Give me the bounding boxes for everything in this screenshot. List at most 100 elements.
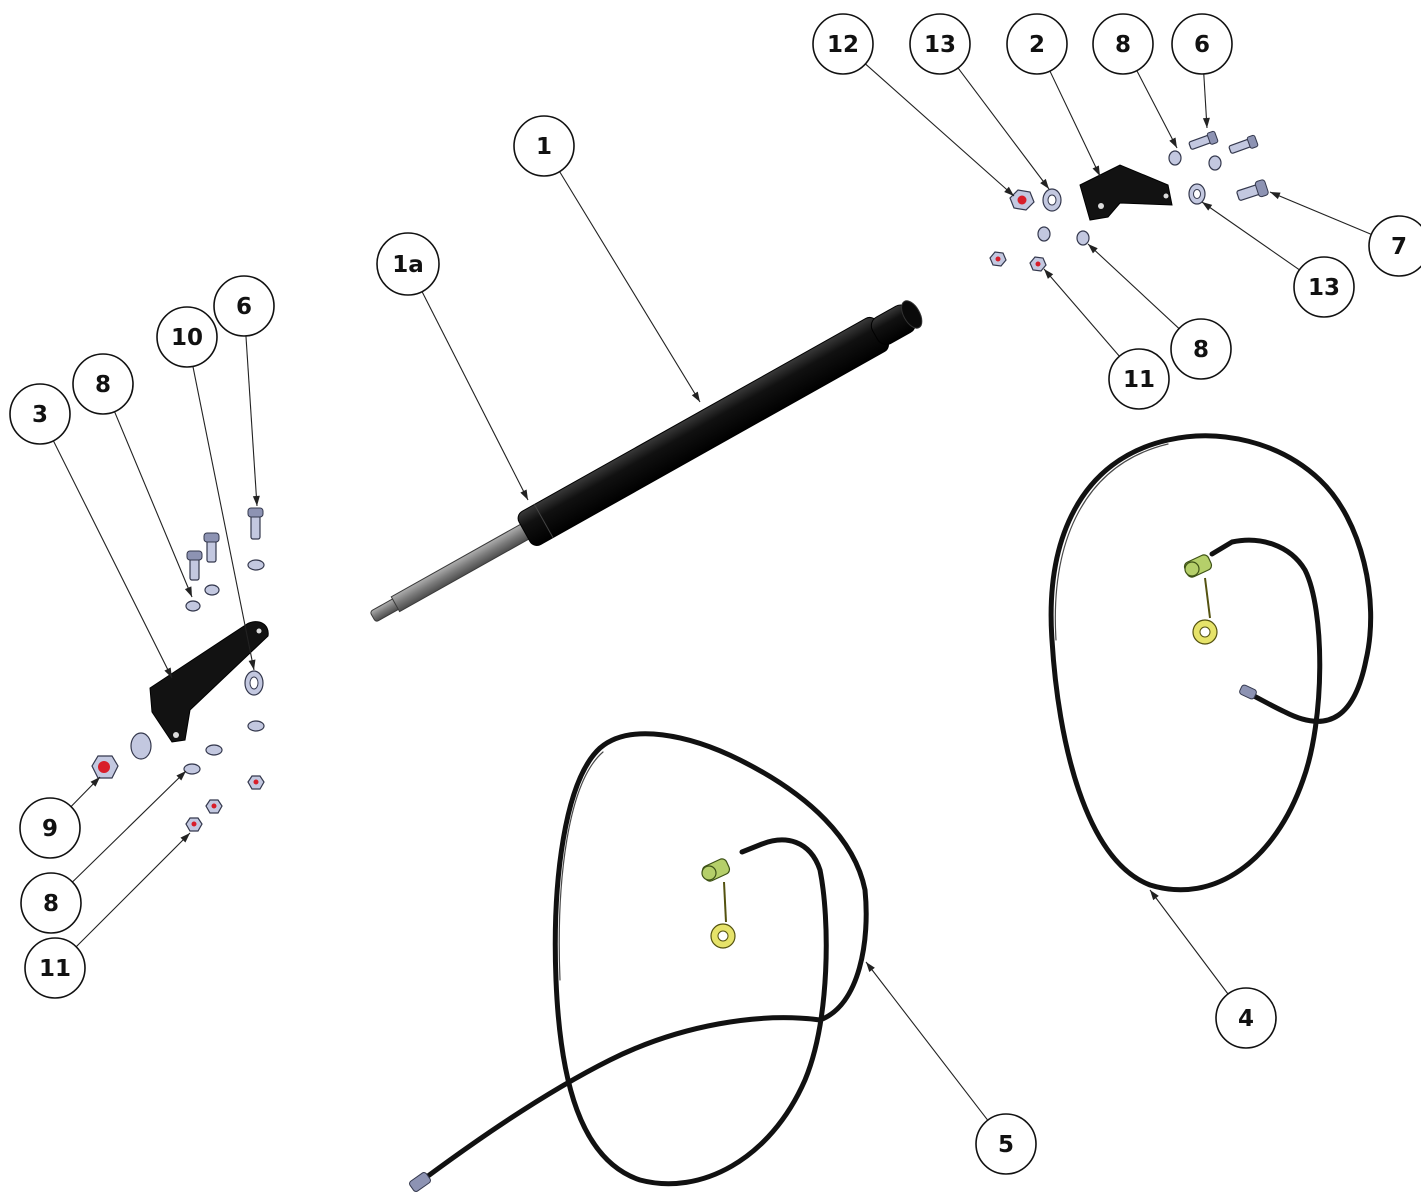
washer-8-b (1076, 230, 1090, 246)
callout-label-7: 7 (1391, 234, 1407, 260)
callout-8rb: 8 (1170, 318, 1232, 380)
nylock-nut-12 (1009, 189, 1035, 211)
callout-3: 3 (9, 383, 71, 445)
callout-11r: 11 (1108, 348, 1170, 410)
leader-arrow-4 (1150, 890, 1159, 901)
callout-circle-8rt (1092, 13, 1154, 75)
washer-8-left-d (247, 720, 265, 732)
callout-10: 10 (156, 306, 218, 368)
washer-13-bottom (1188, 183, 1206, 205)
nut-11-left-c (185, 817, 203, 832)
leader-arrow-6r (1202, 117, 1210, 128)
callout-label-4: 4 (1238, 1006, 1254, 1032)
leader-line-8rt (1136, 70, 1178, 149)
washer-8-left-e (205, 744, 223, 756)
callout-circle-2 (1006, 13, 1068, 75)
callout-label-1: 1 (536, 134, 552, 160)
callout-12: 12 (812, 13, 874, 75)
leader-line-11l (75, 832, 191, 948)
callout-circle-13t (909, 13, 971, 75)
callout-label-5: 5 (998, 1132, 1014, 1158)
callout-label-9: 9 (42, 816, 58, 842)
callout-circle-10 (156, 306, 218, 368)
washer-8-left-a (247, 559, 265, 571)
leader-arrow-11l (180, 833, 190, 843)
callout-circle-7 (1368, 215, 1421, 277)
callout-circle-1 (513, 115, 575, 177)
callout-circle-8lb (20, 872, 82, 934)
callout-label-6r: 6 (1194, 32, 1210, 58)
leader-arrow-8rt (1169, 137, 1177, 148)
callout-9: 9 (19, 797, 81, 859)
callout-label-10: 10 (171, 325, 203, 351)
washer-8-a (1037, 226, 1051, 242)
leader-arrow-2 (1092, 165, 1100, 176)
leader-line-6l (245, 335, 258, 507)
callout-circle-11l (24, 937, 86, 999)
washer-8-left-c (204, 584, 220, 596)
leader-line-10 (192, 366, 255, 671)
callout-label-13t: 13 (924, 32, 956, 58)
callout-label-12: 12 (827, 32, 859, 58)
leader-arrow-13t (1040, 178, 1049, 189)
ring-terminal-yellow-5 (710, 923, 736, 949)
nut-11-a (989, 251, 1007, 267)
callout-label-8lt: 8 (95, 372, 111, 398)
callout-2: 2 (1006, 13, 1068, 75)
washer-8-d (1208, 155, 1222, 171)
callout-8lb: 8 (20, 872, 82, 934)
callout-circle-8lt (72, 353, 134, 415)
leader-arrow-8lb (176, 771, 186, 781)
leader-line-13b (1201, 201, 1300, 271)
leader-line-13t (957, 67, 1050, 190)
callout-label-13b: 13 (1308, 275, 1340, 301)
callout-circle-1a (376, 232, 440, 296)
callout-label-1a: 1a (392, 252, 424, 278)
callout-5: 5 (975, 1113, 1037, 1175)
leader-arrow-1 (691, 391, 700, 402)
plug-end-5 (409, 1172, 431, 1192)
leader-arrow-8lt (184, 586, 192, 597)
callout-circle-4 (1215, 987, 1277, 1049)
callout-label-2: 2 (1029, 32, 1045, 58)
washer-large-left (130, 732, 152, 760)
callout-8lt: 8 (72, 353, 134, 415)
leader-arrow-3 (164, 667, 172, 678)
callout-circle-11r (1108, 348, 1170, 410)
washer-13-top (1042, 188, 1062, 212)
callout-8rt: 8 (1092, 13, 1154, 75)
callout-circle-6r (1171, 13, 1233, 75)
leader-arrow-7 (1270, 192, 1281, 200)
leader-arrow-11r (1044, 269, 1054, 279)
leader-line-7 (1269, 191, 1372, 235)
bolt-6-left-b (186, 550, 203, 581)
bolt-6-a (1188, 130, 1219, 150)
callout-13b: 13 (1293, 256, 1355, 318)
leader-arrow-9 (90, 777, 100, 787)
leader-line-11r (1043, 268, 1120, 357)
bolt-6-b (1228, 134, 1259, 154)
callout-circle-9 (19, 797, 81, 859)
callout-4: 4 (1215, 987, 1277, 1049)
callout-1: 1 (513, 115, 575, 177)
wire-harness-4 (1048, 433, 1374, 893)
leader-arrow-10 (248, 659, 256, 670)
washer-8-left-f (183, 763, 201, 775)
ring-terminal-yellow-4 (1192, 619, 1218, 645)
actuator-rod (390, 522, 532, 613)
washer-10 (244, 670, 264, 696)
wire-harness-5 (409, 731, 869, 1192)
leader-arrow-6l (252, 495, 260, 506)
callout-circle-8rb (1170, 318, 1232, 380)
leader-line-1 (559, 171, 701, 403)
washer-8-left-b (185, 600, 201, 612)
callout-label-11r: 11 (1123, 367, 1155, 393)
leader-line-1a (421, 291, 529, 501)
leader-arrow-8rb (1088, 244, 1098, 254)
bolt-6-left-c (203, 532, 220, 563)
hardware-left (91, 507, 265, 832)
nut-11-left-a (247, 775, 265, 790)
bolt-7 (1236, 179, 1269, 201)
leader-line-8lt (114, 411, 193, 598)
